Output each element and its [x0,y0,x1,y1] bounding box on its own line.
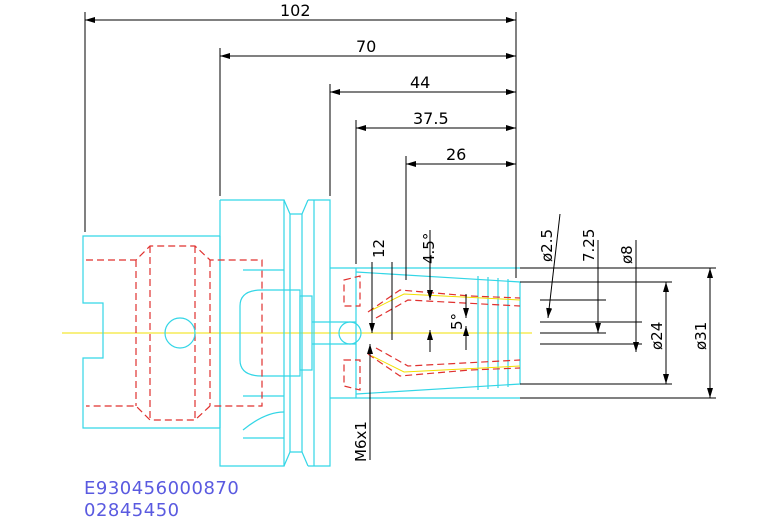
dim-12: 12 [370,239,388,258]
part-number-line2: 02845450 [84,500,180,521]
dim-angle-4-5: 4.5° [420,233,438,264]
dim-102: 102 [280,1,311,20]
dim-70: 70 [356,37,376,56]
dimension-lines [84,12,716,460]
hidden-lines [86,245,521,421]
dim-37-5: 37.5 [413,109,449,128]
dim-dia-24: ø24 [648,322,666,350]
dim-dia-8: ø8 [618,245,636,264]
part-number-line1: E930456000870 [84,478,240,499]
dim-26: 26 [446,145,466,164]
collet-detail [371,293,521,373]
holder-outline [82,199,521,467]
dim-thread-m6x1: M6x1 [352,421,370,462]
dim-dia-2-5: ø2.5 [538,229,556,262]
dim-7-25: 7.25 [580,229,598,262]
dim-44: 44 [410,73,430,92]
dim-angle-5: 5° [448,313,466,330]
dim-dia-31: ø31 [692,322,710,350]
